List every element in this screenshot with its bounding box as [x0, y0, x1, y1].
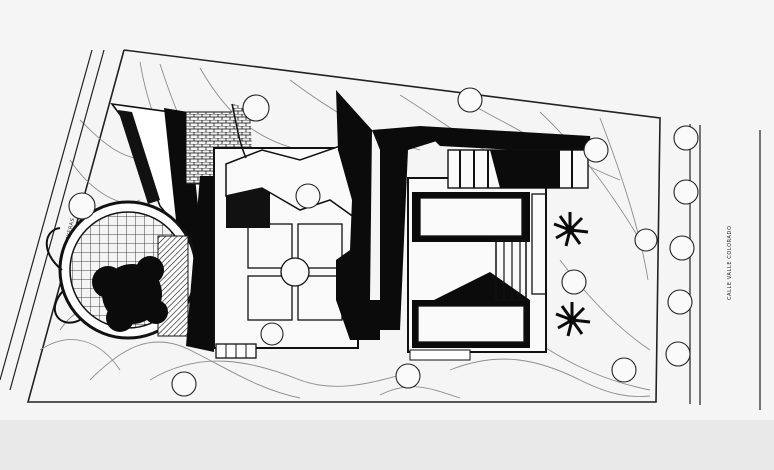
tree — [260, 322, 284, 346]
shadow-mass — [336, 90, 440, 340]
tree — [242, 94, 270, 122]
palm-tree — [553, 212, 589, 247]
tree — [171, 371, 197, 397]
tree — [68, 192, 96, 220]
tree — [667, 289, 693, 315]
tree — [457, 87, 483, 113]
street-left — [0, 49, 105, 391]
tree — [673, 125, 699, 151]
tree — [673, 179, 699, 205]
central-block — [186, 145, 359, 359]
tree — [665, 341, 691, 367]
tree — [295, 183, 321, 209]
tree — [561, 269, 587, 295]
dark-tree — [92, 256, 168, 332]
right-block — [407, 177, 547, 361]
walkway — [231, 103, 247, 159]
tree — [583, 137, 609, 163]
palm-tree — [555, 302, 591, 337]
tree — [669, 235, 695, 261]
street-label-right: CALLE VALLE COLORADO — [727, 225, 733, 300]
tree — [395, 363, 421, 389]
pergola — [420, 126, 592, 295]
tree — [611, 357, 637, 383]
tree — [634, 228, 658, 252]
